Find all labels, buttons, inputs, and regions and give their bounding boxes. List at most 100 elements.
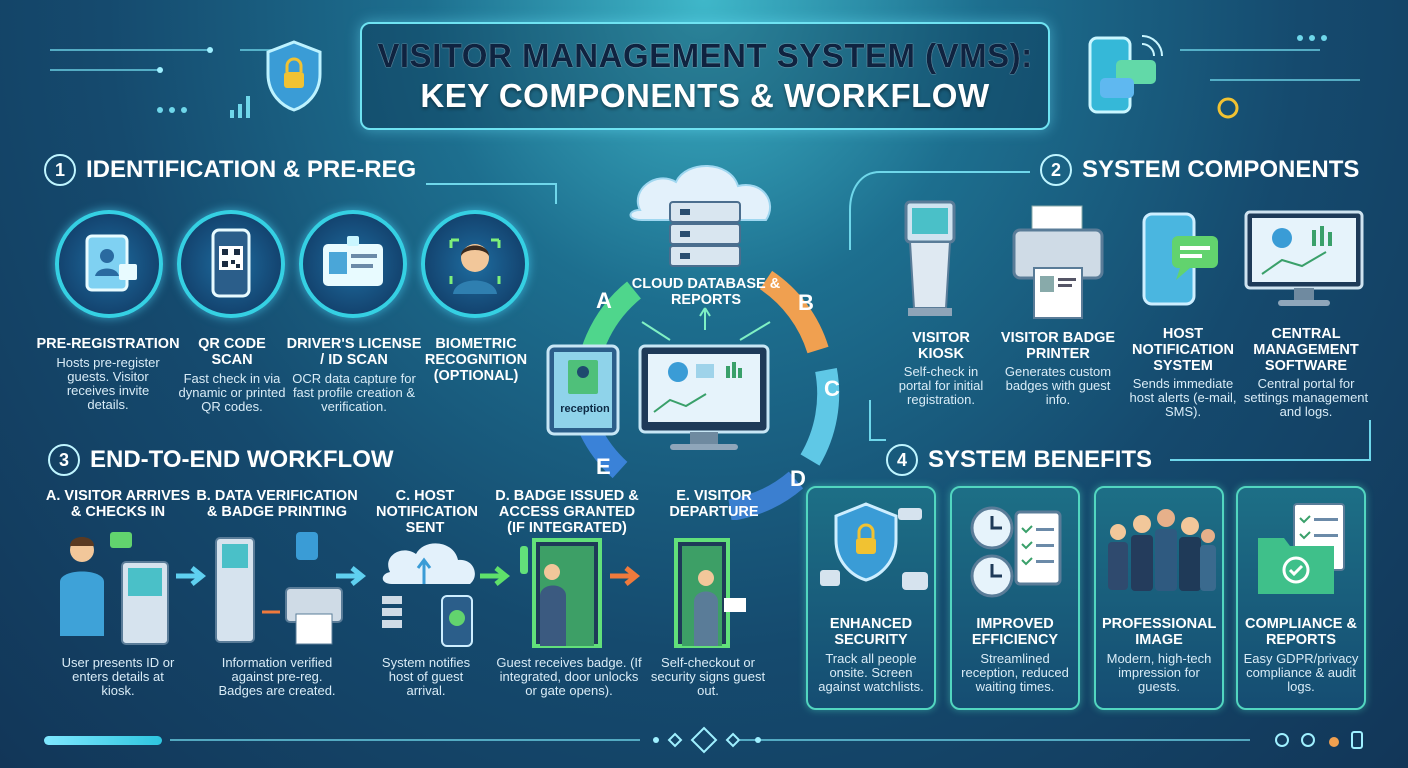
section-1-number: 1: [44, 154, 76, 186]
benefit-security-desc: Track all people onsite. Screen against …: [818, 651, 924, 694]
management-software-label: CENTRAL MANAGEMENT SOFTWARE: [1253, 326, 1359, 374]
benefit-card-image: PROFESSIONAL IMAGE Modern, high-tech imp…: [1094, 486, 1224, 710]
host-notification-label: HOST NOTIFICATION SYSTEM: [1131, 326, 1235, 374]
title-box: VISITOR MANAGEMENT SYSTEM (VMS): KEY COM…: [360, 22, 1050, 130]
management-software-desc: Central portal for settings management a…: [1243, 376, 1369, 419]
workflow-arrow-4: [610, 566, 641, 586]
visitor-kiosk-label: VISITOR KIOSK: [912, 330, 970, 362]
cycle-letter-a: A: [596, 288, 612, 313]
section-1-title: IDENTIFICATION & PRE-REG: [86, 156, 417, 183]
id-card-icon: [299, 210, 407, 318]
workflow-e-desc: Self-checkout or security signs guest ou…: [650, 655, 766, 698]
cycle-arc-c: [800, 367, 840, 466]
section-2-title: SYSTEM COMPONENTS: [1082, 156, 1360, 183]
workflow-e-label: E. VISITOR DEPARTURE: [669, 488, 759, 520]
badge-printer-icon: [1008, 204, 1108, 325]
reception-label: reception: [560, 403, 610, 415]
workflow-c-label: C. HOST NOTIFICATION SENT: [376, 488, 479, 536]
circuit-lines-left: [50, 47, 280, 118]
section-4-connector-line: [869, 400, 1371, 461]
circuit-lines-right: [1180, 35, 1360, 119]
workflow-illustrations: [60, 532, 746, 648]
benefit-security-label: ENHANCED SECURITY: [829, 616, 913, 648]
cloud-notification-icon: [382, 543, 475, 647]
benefit-card-security: ENHANCED SECURITY Track all people onsit…: [806, 486, 936, 710]
qr-code-item: [166, 210, 296, 318]
visitor-kiosk-desc: Self-check in portal for initial registr…: [898, 364, 984, 407]
section-3-number: 3: [48, 444, 80, 476]
clock-checklist-icon: [970, 506, 1062, 598]
exit-door-icon: [674, 538, 746, 648]
face-scan-icon: [421, 210, 529, 318]
pre-registration-desc: Hosts pre-register guests. Visitor recei…: [56, 355, 160, 412]
cycle-arc-d: [728, 471, 804, 520]
reception-tablet-icon: [546, 344, 620, 436]
benefit-efficiency-desc: Streamlined reception, reduced waiting t…: [961, 651, 1069, 694]
section-2-header: 2 SYSTEM COMPONENTS: [1040, 154, 1359, 186]
workflow-arrow-2: [336, 566, 367, 586]
folder-document-icon: [1258, 503, 1345, 594]
workflow-a-desc: User presents ID or enters details at ki…: [61, 655, 175, 698]
cycle-arc-b: [759, 270, 829, 354]
section-4-header: 4 SYSTEM BENEFITS: [886, 444, 1152, 476]
pre-registration-label: PRE-REGISTRATION: [36, 336, 180, 352]
id-scan-item: [288, 210, 418, 318]
cloud-database-label: CLOUD DATABASE & REPORTS: [631, 276, 781, 308]
shield-camera-icon: [820, 502, 928, 590]
workflow-c-desc: System notifies host of guest arrival.: [381, 655, 471, 698]
badge-printer-label: VISITOR BADGE PRINTER: [1000, 330, 1116, 362]
section-2-number: 2: [1040, 154, 1072, 186]
section-3-header: 3 END-TO-END WORKFLOW: [48, 444, 394, 476]
cycle-letter-e: E: [596, 454, 611, 479]
cycle-letter-b: B: [798, 290, 814, 315]
biometric-item: [410, 210, 540, 318]
benefit-efficiency-label: IMPROVED EFFICIENCY: [971, 616, 1059, 648]
qr-code-icon: [177, 210, 285, 318]
center-cycle-diagram: [546, 165, 840, 520]
id-scan-label: DRIVER'S LICENSE / ID SCAN: [286, 336, 422, 368]
tablet-user-icon: [55, 210, 163, 318]
biometric-label: BIOMETRIC RECOGNITION (OPTIONAL): [424, 336, 528, 384]
qr-code-desc: Fast check in via dynamic or printed QR …: [178, 371, 286, 414]
benefit-compliance-desc: Easy GDPR/privacy compliance & audit log…: [1243, 651, 1359, 694]
access-door-icon: [520, 538, 602, 648]
workflow-a-label: A. VISITOR ARRIVES & CHECKS IN: [45, 488, 191, 520]
footer-progress-bar: [44, 736, 162, 745]
workflow-arrow-1: [176, 566, 207, 586]
cycle-letter-d: D: [790, 466, 806, 491]
section-3-title: END-TO-END WORKFLOW: [90, 446, 394, 473]
benefit-card-compliance: COMPLIANCE & REPORTS Easy GDPR/privacy c…: [1236, 486, 1366, 710]
benefit-compliance-label: COMPLIANCE & REPORTS: [1245, 616, 1357, 648]
host-notification-desc: Sends immediate host alerts (e-mail, SMS…: [1129, 376, 1237, 419]
section-1-header: 1 IDENTIFICATION & PRE-REG: [44, 154, 416, 186]
workflow-b-label: B. DATA VERIFICATION & BADGE PRINTING: [196, 488, 358, 520]
title-line-1: VISITOR MANAGEMENT SYSTEM (VMS):: [377, 37, 1033, 74]
workflow-d-label: D. BADGE ISSUED & ACCESS GRANTED (IF INT…: [495, 488, 639, 536]
badge-printer-desc: Generates custom badges with guest info.: [1004, 364, 1112, 407]
shield-lock-icon: [264, 38, 324, 119]
cycle-letter-c: C: [824, 376, 840, 401]
id-scan-desc: OCR data capture for fast profile creati…: [292, 371, 416, 414]
header-deco-right: [1170, 30, 1370, 130]
server-stack-icon: [669, 201, 741, 267]
section-1-connector-line: [426, 183, 557, 204]
qr-code-label: QR CODE SCAN: [198, 336, 266, 368]
visitor-kiosk-icon: [890, 196, 970, 327]
workflow-arrow-3: [480, 566, 511, 586]
kiosk-printer-icon: [215, 532, 343, 645]
business-people-icon: [1108, 509, 1216, 591]
management-software-icon: [1242, 208, 1366, 317]
phone-chat-icon: [1080, 30, 1170, 125]
section-4-title: SYSTEM BENEFITS: [928, 446, 1153, 473]
section-4-number: 4: [886, 444, 918, 476]
benefit-image-desc: Modern, high-tech impression for guests.: [1106, 651, 1212, 694]
workflow-d-desc: Guest receives badge. (If integrated, do…: [496, 655, 642, 698]
visitor-kiosk-checkin-icon: [60, 532, 169, 645]
dashboard-monitor-icon: [638, 344, 770, 450]
workflow-b-desc: Information verified against pre-reg. Ba…: [218, 655, 336, 698]
pre-registration-item: [44, 210, 174, 318]
footer-decoration: [170, 726, 1363, 754]
benefit-card-efficiency: IMPROVED EFFICIENCY Streamlined receptio…: [950, 486, 1080, 710]
section-2-connector-line: [849, 171, 1030, 250]
title-line-2: KEY COMPONENTS & WORKFLOW: [420, 77, 990, 114]
